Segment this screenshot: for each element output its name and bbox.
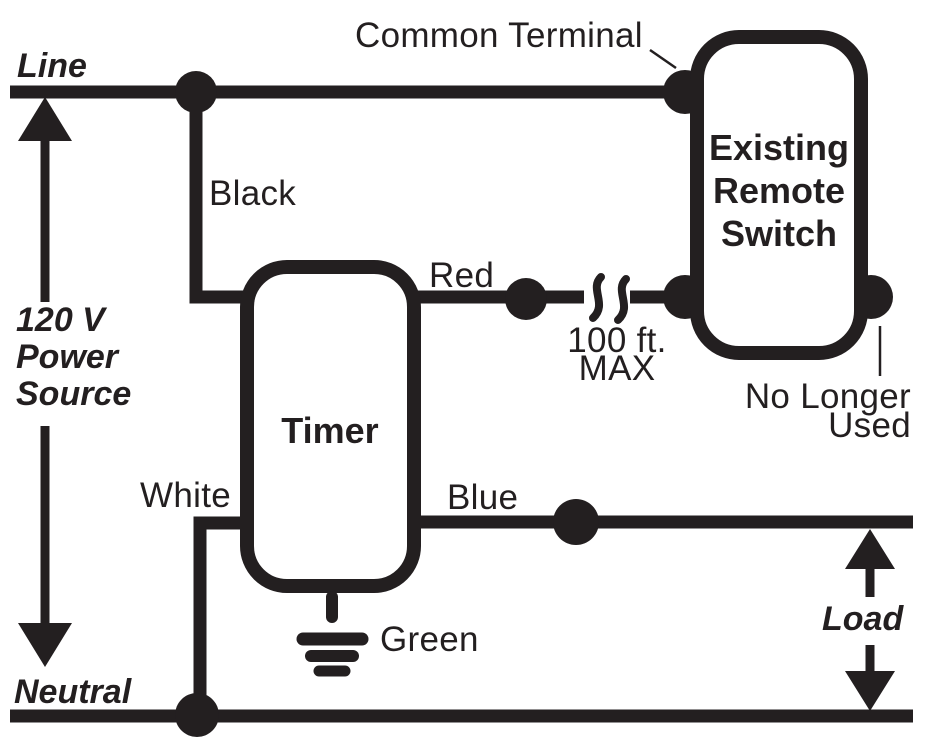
load-arrow-down-head: [845, 671, 895, 711]
white-wire-label: White: [140, 476, 231, 515]
red-wire-splice-dot: [505, 278, 547, 320]
no-longer-used-line2: Used: [828, 406, 911, 445]
load-arrow: [845, 529, 895, 711]
break-mark-left: [589, 273, 605, 322]
break-mark-right: [614, 275, 630, 324]
power-source-label: 120 V Power Source: [16, 301, 131, 413]
common-terminal-label: Common Terminal: [355, 16, 643, 55]
red-wire-label: Red: [429, 256, 494, 295]
max-run-line2: MAX: [579, 349, 656, 388]
max-run-line1: 100 ft.: [567, 321, 666, 360]
remote-switch-label: Existing Remote Switch: [709, 127, 849, 254]
green-wire-label: Green: [380, 620, 479, 659]
neutral-junction-dot: [175, 693, 219, 737]
power-source-line1: 120 V: [16, 301, 108, 339]
white-wire: [193, 516, 252, 710]
wire-break-marks: [589, 273, 630, 324]
timer-label: Timer: [281, 410, 378, 451]
black-wire: [189, 92, 252, 304]
arrow-up-head: [18, 97, 72, 141]
blue-wire-splice-dot: [553, 499, 599, 545]
no-longer-used-label: No Longer Used: [745, 377, 911, 445]
remote-switch-label-line2: Remote: [713, 170, 845, 211]
neutral-label: Neutral: [14, 673, 133, 711]
black-wire-label: Black: [209, 174, 296, 213]
remote-switch-box: [690, 30, 868, 360]
power-source-arrow: [18, 97, 72, 667]
power-source-line3: Source: [16, 375, 131, 413]
load-arrow-up-head: [845, 529, 895, 569]
load-label: Load: [822, 600, 904, 638]
max-run-label: 100 ft. MAX: [567, 321, 666, 388]
blue-wire-label: Blue: [447, 478, 518, 517]
remote-switch-label-line3: Switch: [721, 213, 837, 254]
common-terminal-leader-line: [649, 48, 677, 70]
arrow-down-head: [18, 623, 72, 667]
ground-symbol: [296, 591, 369, 677]
power-source-line2: Power: [16, 338, 120, 376]
remote-switch-label-line1: Existing: [709, 127, 849, 168]
line-label: Line: [17, 47, 87, 85]
timer-box: [240, 260, 421, 593]
no-longer-used-line1: No Longer: [745, 377, 911, 416]
